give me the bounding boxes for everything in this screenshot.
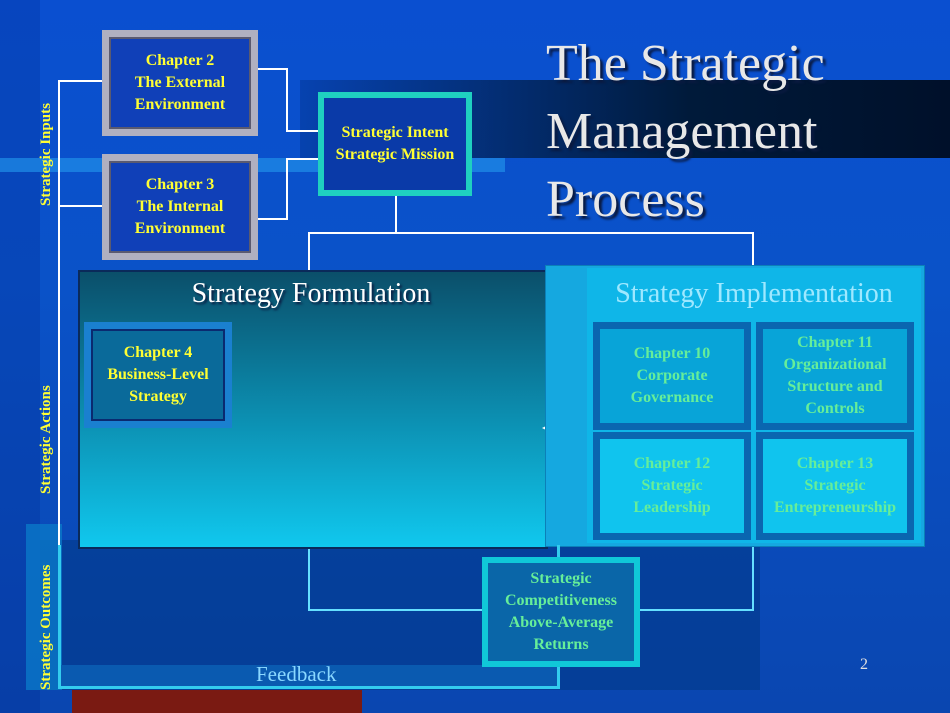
chapter-2-box: Chapter 2 The External Environment: [102, 30, 258, 136]
label-strategic-inputs: Strategic Inputs: [38, 103, 54, 206]
red-band: [72, 690, 362, 713]
connector-left-vertical: [58, 80, 60, 545]
connector-ch2-right: [258, 68, 288, 70]
strategic-outcomes-box: Strategic Competitiveness Above-Average …: [482, 557, 640, 667]
chapter-4-line-2: Business-Level: [107, 366, 209, 383]
chapter-11-number: Chapter 11: [797, 334, 873, 351]
outcomes-line-2: Competitiveness: [505, 592, 617, 609]
connector-ch3-up: [286, 158, 288, 220]
strategic-intent-text: Strategic Intent: [341, 124, 449, 141]
connector-to-formulation: [308, 232, 310, 272]
connector-implementation-down: [752, 545, 754, 611]
chapter-4-box: Chapter 4 Business-Level Strategy: [84, 322, 232, 428]
connector-intent-down: [395, 196, 397, 234]
connector-ch3-left: [58, 205, 102, 207]
chapter-3-line-2: The Internal: [136, 198, 224, 215]
chapter-13-number: Chapter 13: [796, 455, 874, 472]
chapter-10-line-2: Corporate: [636, 367, 708, 384]
chapter-4-line-3: Strategy: [129, 388, 187, 405]
label-strategic-outcomes: Strategic Outcomes: [38, 564, 54, 690]
chapter-2-line-3: Environment: [134, 96, 226, 113]
strategy-formulation-title: Strategy Formulation: [191, 278, 431, 309]
chapter-3-number: Chapter 3: [145, 176, 215, 193]
title-line-2: Management: [546, 103, 818, 160]
connector-ch3-right: [258, 218, 288, 220]
outcomes-line-4: Returns: [533, 636, 589, 653]
connector-horizontal-top: [308, 232, 754, 234]
strategy-implementation-title: Strategy Implementation: [615, 278, 893, 309]
chapter-10-line-3: Governance: [630, 389, 714, 406]
chapter-12-line-2: Strategic: [641, 477, 703, 494]
slide-title: The Strategic Management Process: [546, 30, 946, 234]
chapter-13-line-3: Entrepreneurship: [773, 499, 897, 516]
chapter-13-line-2: Strategic: [804, 477, 866, 494]
strategic-mission-text: Strategic Mission: [335, 146, 455, 163]
chapter-2-number: Chapter 2: [145, 52, 215, 69]
connector-formulation-down: [308, 545, 310, 611]
feedback-bar: [60, 665, 558, 687]
outcomes-strip: [26, 524, 62, 690]
chapter-11-line-4: Controls: [805, 400, 865, 417]
outcomes-line-3: Above-Average: [508, 614, 614, 631]
outcomes-line-1: Strategic: [530, 570, 592, 587]
chapter-12-box: Chapter 12 Strategic Leadership: [593, 432, 751, 540]
connector-to-intent-top: [286, 130, 318, 132]
chapter-11-line-2: Organizational: [783, 356, 887, 373]
chapter-12-number: Chapter 12: [633, 455, 711, 472]
chapter-12-line-3: Leadership: [633, 499, 711, 516]
connector-to-outcomes-left: [308, 609, 484, 611]
connector-ch2-left: [58, 80, 102, 82]
chapter-11-box: Chapter 11 Organizational Structure and …: [756, 322, 914, 430]
title-line-1: The Strategic: [546, 35, 825, 92]
chapter-4-number: Chapter 4: [123, 344, 193, 361]
label-strategic-actions: Strategic Actions: [38, 385, 54, 494]
chapter-3-line-3: Environment: [134, 220, 226, 237]
connector-to-intent-bottom: [286, 158, 318, 160]
connector-ch2-down: [286, 68, 288, 130]
chapter-10-box: Chapter 10 Corporate Governance: [593, 322, 751, 430]
chapter-2-line-2: The External: [134, 74, 226, 91]
chapter-11-line-3: Structure and: [787, 378, 883, 395]
chapter-10-number: Chapter 10: [633, 345, 711, 362]
strategic-intent-box: Strategic Intent Strategic Mission: [318, 92, 472, 196]
chapter-13-box: Chapter 13 Strategic Entrepreneurship: [756, 432, 914, 540]
chapter-3-box: Chapter 3 The Internal Environment: [102, 154, 258, 260]
page-number: 2: [860, 656, 868, 673]
feedback-label: Feedback: [256, 662, 337, 686]
connector-to-implementation: [752, 232, 754, 268]
title-line-3: Process: [546, 171, 705, 228]
connector-to-outcomes-right: [638, 609, 754, 611]
